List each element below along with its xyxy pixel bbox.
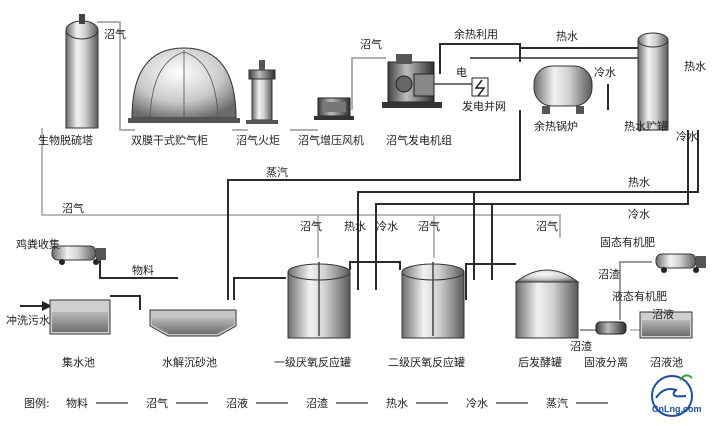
flow-label-biogas: 沼气: [418, 219, 440, 233]
residue-up-pipe: [619, 261, 652, 320]
legend-item-label: 沼渣: [306, 396, 328, 410]
flow-label-digestate: 沼液: [652, 307, 674, 321]
collection-tank: [49, 299, 111, 335]
material-pipe-r1-r2: [349, 261, 401, 270]
label-waste-heat-boiler: 余热锅炉: [534, 119, 578, 133]
double-membrane-gasholder: [128, 47, 240, 123]
hot-water-main-pipe: [357, 130, 699, 290]
biogas-pipe-desulf-out: [97, 21, 135, 131]
legend-item-label: 沼气: [146, 396, 168, 410]
biogas-pipe-fan-gen: [351, 57, 386, 110]
label-secondary-reactor: 二级厌氧反应罐: [388, 355, 465, 369]
label-manure-collection: 鸡粪收集: [16, 237, 60, 251]
desulfurizer-tower: [65, 14, 99, 129]
flow-label-hot-water: 热水: [628, 176, 650, 189]
label-separator: 固液分离: [584, 355, 628, 369]
label-hot-water-tank: 热水贮罐: [624, 120, 668, 133]
legend: 图例: 物料 沼气 沼液 沼渣 热水 冷水 蒸汽: [24, 396, 608, 410]
biogas-generator-set: [382, 54, 442, 108]
equipment-labels: 生物脱硫塔 双膜干式贮气柜 沼气火炬 沼气增压风机 沼气发电机组 余热锅炉 热水…: [6, 119, 683, 369]
biogas-torch: [246, 60, 278, 124]
legend-item-label: 冷水: [466, 397, 488, 410]
label-solid-fertilizer: 固态有机肥: [600, 235, 655, 249]
label-booster-fan: 沼气增压风机: [298, 133, 364, 147]
legend-item-label: 蒸汽: [546, 396, 568, 410]
logo-text: CnLng.com: [652, 404, 702, 414]
cold-water-main-pipe: [375, 130, 689, 290]
flow-label-hot-water: 热水: [556, 30, 578, 43]
flow-label-electricity: 电: [456, 66, 467, 79]
secondary-reactor-tank: [401, 262, 465, 339]
label-hydrolysis-tank: 水解沉砂池: [162, 355, 217, 369]
material-pipe-manure: [99, 258, 178, 279]
label-torch: 沼气火炬: [236, 133, 280, 147]
label-gasholder: 双膜干式贮气柜: [131, 133, 208, 147]
legend-item-label: 物料: [66, 396, 88, 410]
legend-item-label: 热水: [386, 397, 408, 410]
label-generator: 沼气发电机组: [386, 133, 452, 147]
flow-label-grid: 发电并网: [462, 99, 506, 113]
label-liquid-fertilizer: 液态有机肥: [612, 289, 667, 303]
cnlng-logo: CnLng.com: [651, 374, 702, 417]
material-pipe-hydrolysis-r1: [233, 277, 286, 300]
steam-pipe: [227, 110, 521, 300]
solid-liquid-separator: [595, 321, 627, 335]
flow-label-residue: 沼渣: [570, 339, 592, 353]
waste-heat-pipe: [439, 43, 521, 74]
flow-label-hot-water: 热水: [684, 60, 706, 73]
flow-label-cold-water: 冷水: [676, 130, 698, 143]
digestate-pool: [639, 311, 693, 339]
grid-connection-symbol: [434, 77, 489, 97]
biogas-return-pipe: [41, 128, 561, 238]
material-pipe-r2-post: [465, 263, 516, 300]
flow-label-cold-water: 冷水: [628, 208, 650, 221]
flow-label-waste-heat: 余热利用: [454, 27, 498, 41]
primary-reactor-tank: [287, 262, 351, 339]
flow-label-biogas: 沼气: [360, 37, 382, 51]
legend-item-label: 沼液: [226, 396, 248, 410]
label-washing-sewage: 冲洗污水: [6, 313, 50, 327]
flow-label-material: 物料: [132, 263, 154, 277]
fertilizer-truck: [655, 253, 706, 273]
booster-fan: [314, 97, 354, 120]
flow-label-biogas: 沼气: [104, 27, 126, 41]
flow-label-biogas: 沼气: [536, 219, 558, 233]
flow-label-biogas: 沼气: [300, 219, 322, 233]
post-fermentation-tank: [514, 269, 580, 339]
legend-items: 物料 沼气 沼液 沼渣 热水 冷水 蒸汽: [66, 396, 608, 410]
flow-label-residue: 沼渣: [598, 267, 620, 281]
manure-truck: [51, 245, 106, 265]
label-post-fermenter: 后发酵罐: [518, 355, 562, 369]
flow-label-steam: 蒸汽: [266, 165, 288, 179]
label-collection-tank: 集水池: [62, 355, 95, 369]
hydrolysis-tank: [149, 309, 237, 337]
waste-heat-boiler: [533, 65, 593, 114]
flow-labels: 沼气 沼气 沼气 沼气 沼气 沼气 余热利用 热水 热水 热水 热水 冷水 冷水…: [62, 27, 706, 353]
hot-water-storage-tank: [637, 32, 669, 131]
label-primary-reactor: 一级厌氧反应罐: [274, 355, 351, 369]
flow-label-cold-water: 冷水: [594, 66, 616, 79]
label-desulfurizer: 生物脱硫塔: [38, 133, 93, 147]
flow-label-hot-water: 热水: [344, 220, 366, 233]
collection-to-hydrolysis-pipe: [110, 295, 141, 310]
flow-label-biogas: 沼气: [62, 201, 84, 215]
legend-title: 图例:: [24, 396, 50, 410]
flow-label-cold-water: 冷水: [376, 220, 398, 233]
label-digestate-pool: 沼液池: [650, 355, 683, 369]
